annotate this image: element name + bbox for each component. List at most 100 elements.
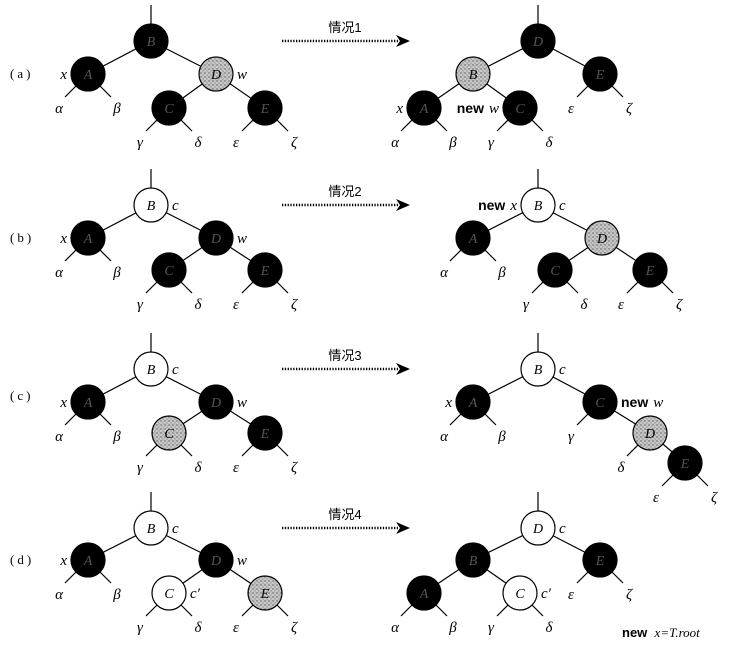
annotation-prefix: new: [478, 197, 505, 213]
case-label: (b): [10, 230, 34, 245]
tree-node-A: A: [70, 542, 106, 578]
tree-node-D: D: [198, 384, 234, 420]
tree-node-E: E: [582, 56, 618, 92]
subtree-label: δ: [618, 460, 626, 476]
subtree-label: α: [440, 265, 449, 281]
tree-node-E: E: [632, 252, 668, 288]
arrow-label: 情况2: [328, 184, 361, 199]
annotation-symbol: x: [59, 67, 67, 83]
node-circle: [406, 575, 442, 611]
arrow-label: 情况4: [328, 507, 361, 522]
annotation-symbol: w: [653, 395, 663, 411]
tree-node-D: D: [632, 415, 668, 451]
node-annotation: w: [237, 553, 247, 569]
subtree-label: γ: [488, 620, 495, 636]
subtree-label: ζ: [291, 135, 298, 151]
node-circle: [151, 575, 187, 611]
tree-node-E: E: [247, 415, 283, 451]
subtree-label: γ: [137, 135, 144, 151]
node-circle: [70, 56, 106, 92]
node-key-label: B: [147, 35, 156, 50]
node-annotation: c: [559, 198, 566, 214]
tree-node-D: D: [584, 220, 620, 256]
subtree-label: ζ: [291, 297, 298, 313]
node-key-label: C: [550, 264, 560, 279]
transform-arrow: 情况3: [282, 348, 410, 375]
tree-node-A: A: [406, 90, 442, 126]
node-key-label: A: [83, 554, 93, 569]
annotation-symbol: x: [444, 395, 452, 411]
tree-node-B: B: [133, 187, 169, 223]
subtree-label: δ: [195, 620, 203, 636]
subtree-label: α: [391, 135, 400, 151]
subtree-label: α: [55, 587, 64, 603]
node-key-label: E: [680, 457, 690, 472]
node-key-label: A: [83, 68, 93, 83]
tree-node-C: C: [151, 415, 187, 451]
annotation-symbol: w: [237, 395, 247, 411]
case-label: (a): [10, 66, 33, 81]
annotation-symbol: w: [237, 231, 247, 247]
node-circle: [667, 445, 703, 481]
node-circle: [247, 575, 283, 611]
node-key-label: B: [147, 199, 156, 214]
tree-node-C: C: [151, 90, 187, 126]
node-key-label: A: [419, 587, 429, 602]
subtree-label: ε: [233, 135, 239, 151]
node-key-label: A: [83, 232, 93, 247]
tree-node-B: B: [455, 56, 491, 92]
node-circle: [133, 23, 169, 59]
node-key-label: E: [645, 264, 655, 279]
subtree-label: ε: [233, 620, 239, 636]
node-circle: [198, 220, 234, 256]
annotation-symbol: w: [489, 101, 499, 117]
subtree-label: ε: [568, 587, 574, 603]
node-key-label: B: [469, 68, 478, 83]
node-circle: [520, 23, 556, 59]
node-circle: [247, 252, 283, 288]
annotation-symbol: x: [59, 395, 67, 411]
node-key-label: E: [260, 427, 270, 442]
node-key-label: B: [147, 522, 156, 537]
tree-node-A: A: [70, 384, 106, 420]
subtree-label: ζ: [676, 297, 683, 313]
tree-node-A: A: [406, 575, 442, 611]
node-annotation: c: [172, 362, 179, 378]
tree-node-B: B: [133, 23, 169, 59]
node-key-label: D: [644, 427, 655, 442]
node-circle: [520, 351, 556, 387]
subtree-label: δ: [546, 620, 554, 636]
node-circle: [406, 90, 442, 126]
annotation-symbol: x: [59, 231, 67, 247]
subtree-label: γ: [568, 429, 575, 445]
subtree-label: α: [391, 620, 400, 636]
subtree-label: ε: [233, 460, 239, 476]
node-key-label: A: [468, 232, 478, 247]
tree-node-C: C: [537, 252, 573, 288]
node-annotation: c: [172, 521, 179, 537]
subtree-label: ε: [233, 297, 239, 313]
node-key-label: E: [595, 68, 605, 83]
transform-arrow: 情况1: [282, 20, 410, 47]
case-label: (d): [10, 552, 34, 567]
subtree-label: α: [55, 101, 64, 117]
footer-prefix: new: [622, 625, 648, 640]
tree-node-E: E: [247, 90, 283, 126]
annotation-symbol: c′: [190, 586, 201, 602]
annotation-symbol: x: [59, 553, 67, 569]
subtree-label: β: [112, 265, 121, 281]
footer-text: x=T.root: [654, 625, 701, 640]
node-key-label: A: [83, 396, 93, 411]
subtree-label: ε: [568, 101, 574, 117]
node-annotation: x: [59, 67, 67, 83]
node-circle: [502, 575, 538, 611]
subtree-label: ζ: [711, 490, 718, 506]
subtree-label: α: [440, 429, 449, 445]
tree-node-D: D: [520, 23, 556, 59]
annotation-symbol: c: [559, 198, 566, 214]
